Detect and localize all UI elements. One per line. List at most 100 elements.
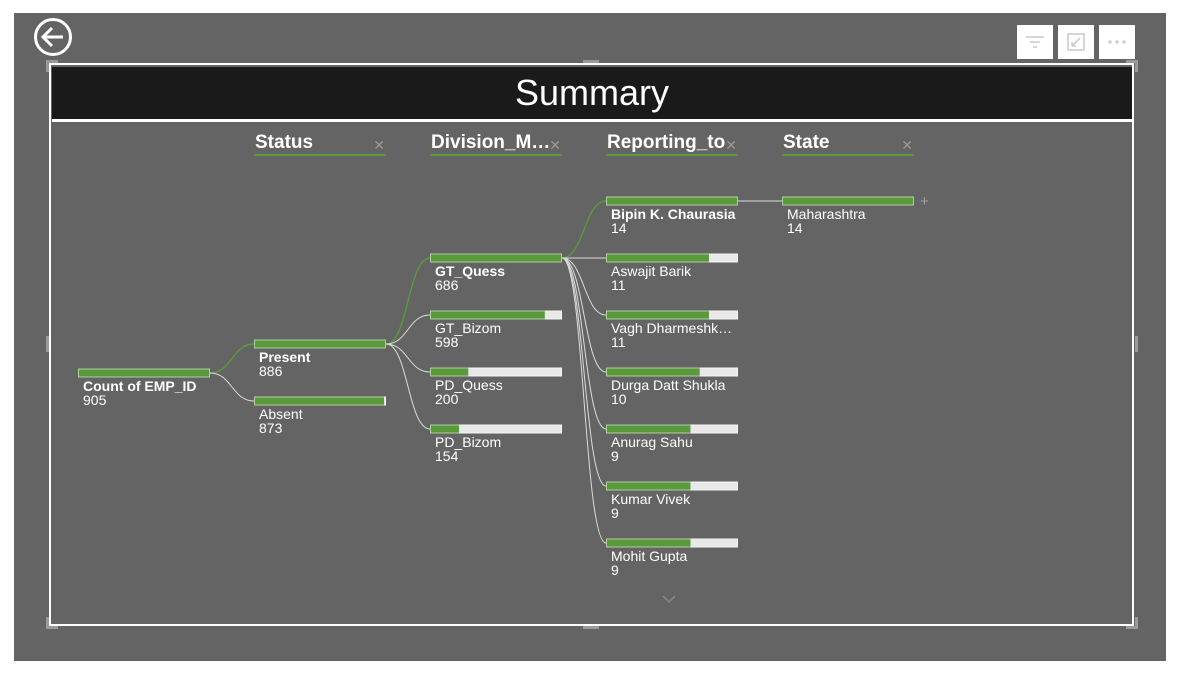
node-value: 14: [787, 220, 803, 236]
node-label: GT_Bizom: [435, 320, 501, 336]
node-value: 11: [611, 277, 626, 293]
node-bar-outline: [430, 367, 562, 377]
tree-connector: [561, 257, 607, 373]
tree-connector: [385, 343, 431, 430]
node-label: Anurag Sahu: [611, 434, 693, 450]
close-icon[interactable]: ✕: [549, 137, 561, 153]
node-label: Mohit Gupta: [611, 548, 687, 564]
node-bar-fill: [606, 253, 709, 263]
node-bar-fill: [430, 424, 460, 434]
node-label: Durga Datt Shukla: [611, 377, 726, 393]
back-button[interactable]: [33, 17, 73, 57]
node-label: Vagh Dharmeshk…: [611, 320, 732, 336]
node-bar-fill: [782, 196, 914, 206]
node-label: PD_Bizom: [435, 434, 501, 450]
node-bar-fill: [254, 396, 385, 406]
filter-button[interactable]: [1017, 25, 1053, 59]
resize-handle[interactable]: [46, 617, 49, 629]
node-value: 873: [259, 420, 283, 436]
resize-handle[interactable]: [583, 626, 599, 629]
node-bar-fill: [430, 310, 545, 320]
tree-connector: [561, 257, 607, 430]
resize-handle[interactable]: [46, 60, 58, 63]
close-icon[interactable]: ✕: [725, 137, 737, 153]
node-value: 686: [435, 277, 459, 293]
node-bar-outline: [606, 253, 738, 263]
resize-handle[interactable]: [1135, 617, 1138, 629]
resize-handle[interactable]: [1126, 626, 1138, 629]
back-arrow-icon: [34, 18, 72, 56]
close-icon[interactable]: ✕: [373, 137, 385, 153]
node-label: Count of EMP_ID: [83, 378, 197, 394]
title-bar: Summary: [52, 67, 1132, 119]
node-value: 200: [435, 391, 459, 407]
node-label: Absent: [259, 406, 303, 422]
node-bar-outline: [430, 310, 562, 320]
node-bar-outline: [606, 196, 738, 206]
column-header-state: State ✕: [782, 131, 914, 156]
tree-connector: [385, 314, 431, 345]
more-options-button[interactable]: [1099, 25, 1135, 59]
node-bar-track: [430, 424, 562, 434]
resize-handle[interactable]: [1135, 60, 1138, 72]
scroll-down-chevron-icon[interactable]: [662, 595, 676, 604]
node-value: 11: [611, 334, 626, 350]
node-bar-outline: [782, 196, 914, 206]
focus-mode-button[interactable]: [1058, 25, 1094, 59]
node-value: 9: [611, 562, 619, 578]
resize-handle[interactable]: [583, 60, 599, 63]
node-bar-outline: [254, 396, 386, 406]
tree-connector: [385, 343, 431, 373]
node-label: Bipin K. Chaurasia: [611, 206, 736, 222]
column-header-reporting-to: Reporting_to ✕: [606, 131, 738, 156]
node-bar-fill: [254, 339, 386, 349]
focus-mode-icon: [1067, 33, 1085, 51]
node-value: 154: [435, 448, 459, 464]
node-bar-fill: [606, 538, 691, 548]
resize-handle[interactable]: [1135, 336, 1138, 352]
decomposition-tree-visual[interactable]: [49, 63, 1134, 626]
resize-handle[interactable]: [1126, 60, 1138, 63]
title-divider: [52, 119, 1132, 122]
node-bar-outline: [606, 367, 738, 377]
resize-handle[interactable]: [46, 60, 49, 72]
node-value: 9: [611, 505, 619, 521]
node-bar-fill: [606, 196, 738, 206]
tree-node-reporting[interactable]: Vagh Dharmeshk…11: [606, 310, 738, 351]
connector-group: [209, 200, 782, 544]
node-bar-fill: [606, 424, 691, 434]
node-value: 10: [611, 391, 627, 407]
column-header-division: Division_M… ✕: [430, 131, 562, 156]
node-bar-fill: [430, 253, 562, 263]
node-bar-outline: [430, 424, 562, 434]
tree-connector: [561, 200, 607, 259]
node-bar-track: [430, 367, 562, 377]
filter-icon: [1026, 36, 1044, 48]
node-bar-fill: [606, 310, 709, 320]
node-label: Maharashtra: [787, 206, 866, 222]
node-label: GT_Quess: [435, 263, 505, 279]
more-options-icon: [1108, 40, 1126, 44]
tree-connector: [561, 257, 607, 316]
node-label: Present: [259, 349, 311, 365]
expand-plus-icon[interactable]: +: [920, 193, 929, 210]
resize-handle[interactable]: [46, 336, 49, 352]
resize-handle[interactable]: [46, 626, 58, 629]
tree-connector: [561, 257, 607, 487]
close-icon[interactable]: ✕: [901, 137, 913, 153]
